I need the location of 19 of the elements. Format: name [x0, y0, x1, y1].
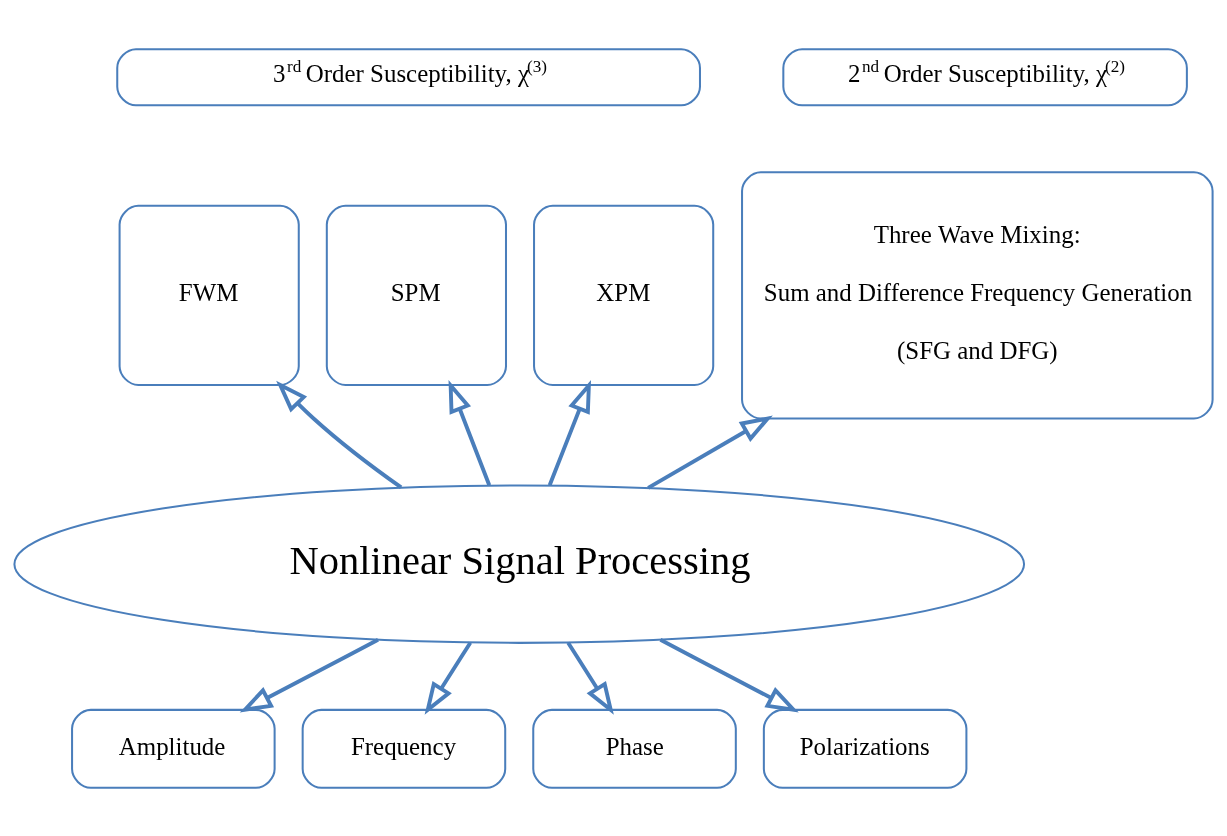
node-box: Polarizations — [762, 708, 968, 789]
node-box: Amplitude — [71, 708, 276, 789]
arrow — [659, 637, 799, 712]
node-box: SPM — [325, 204, 507, 386]
node-box: 3$^{rd}$ Order Susceptibility, χ$^{(3)}$ — [116, 47, 701, 106]
node-box: FWM — [118, 204, 300, 386]
arrow — [448, 379, 492, 486]
arrow — [566, 641, 614, 715]
node-box: Frequency — [301, 708, 507, 789]
arrow — [647, 415, 773, 490]
arrow — [424, 641, 472, 715]
node-box: XPM — [533, 204, 715, 386]
node-ellipse: Nonlinear Signal Processing — [13, 484, 1026, 644]
node-box: 2$^{nd}$ Order Susceptibility, χ$^{(2)}$ — [782, 47, 1188, 106]
arrow — [276, 380, 403, 489]
node-box: Three Wave Mixing: Sum and Difference Frequency Generation (SFG and DFG) — [741, 170, 1214, 419]
arrow — [547, 379, 592, 486]
arrow — [239, 637, 379, 712]
node-box: Phase — [532, 708, 737, 789]
